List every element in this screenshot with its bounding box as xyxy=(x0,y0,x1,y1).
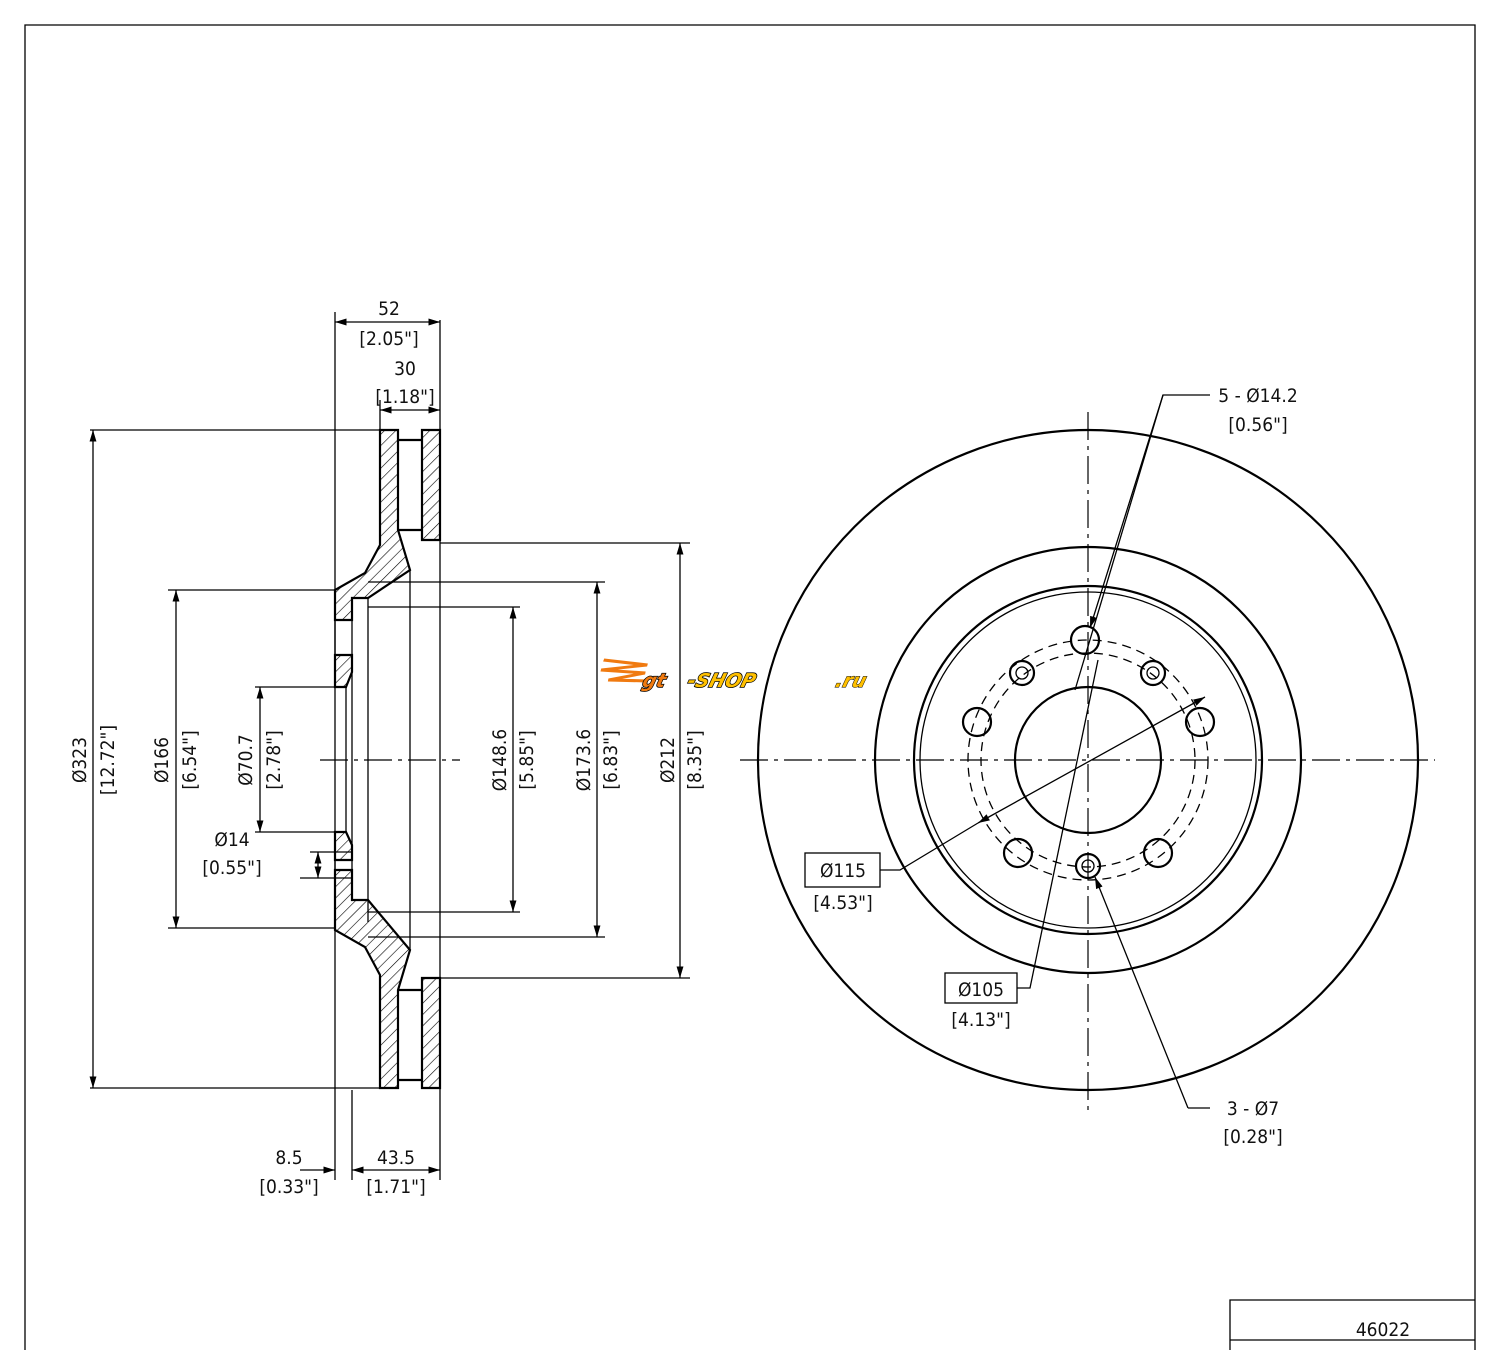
dimension-label: Ø323 xyxy=(69,737,91,783)
dimension-label: [6.83"] xyxy=(600,730,622,789)
title-block: 46022 xyxy=(1229,1299,1475,1350)
rotor-section-view xyxy=(90,312,690,1180)
dimension-label: Ø105 xyxy=(958,979,1004,1001)
dimension-label: Ø14 xyxy=(214,829,249,851)
dimension-label: [2.05"] xyxy=(359,328,418,350)
dimension-label: [5.85"] xyxy=(516,730,538,789)
dimension-label: 8.5 xyxy=(275,1147,302,1169)
dimension-label: [0.56"] xyxy=(1228,414,1287,436)
dimension-label: 5 - Ø14.2 xyxy=(1218,385,1297,407)
part-number: 46022 xyxy=(1356,1319,1410,1341)
svg-text:-SHOP: -SHOP xyxy=(685,669,759,692)
dimension-label: [1.18"] xyxy=(375,386,434,408)
small-holes xyxy=(1008,659,1167,880)
dimension-label: [0.33"] xyxy=(259,1176,318,1198)
dimension-label: Ø148.6 xyxy=(489,729,511,791)
dimension-label: Ø212 xyxy=(657,737,679,783)
dimension-label: [4.13"] xyxy=(951,1009,1010,1031)
svg-text:.ru: .ru xyxy=(833,669,869,692)
svg-text:gt: gt xyxy=(640,669,669,692)
dimension-label: 3 - Ø7 xyxy=(1227,1098,1279,1120)
dimension-label: Ø173.6 xyxy=(573,729,595,791)
dimension-label: [0.55"] xyxy=(202,857,261,879)
gt-shop-logo: gt -SHOP .ru xyxy=(600,658,870,693)
dimension-label: [4.53"] xyxy=(813,892,872,914)
dimension-label: 30 xyxy=(394,358,416,380)
dimension-label: [0.28"] xyxy=(1223,1126,1282,1148)
dimension-label: Ø115 xyxy=(820,860,866,882)
dimension-label: [8.35"] xyxy=(684,730,706,789)
dimension-label: [2.78"] xyxy=(263,730,285,789)
dimension-label: [12.72"] xyxy=(97,725,119,795)
rotor-front-view: 5 - Ø14.2 [0.56"] Ø115 [4.53"] Ø105 [4.1… xyxy=(740,385,1435,1148)
side-dimensions: 52 [2.05"] 30 [1.18"] 8.5 [0.33"] 43.5 [… xyxy=(69,298,706,1198)
dimension-label: 52 xyxy=(378,298,400,320)
dimension-label: [1.71"] xyxy=(366,1176,425,1198)
drawing-frame xyxy=(24,24,1476,1350)
dimension-label: Ø166 xyxy=(151,737,173,783)
dimension-label: [6.54"] xyxy=(179,730,201,789)
dimension-label: 43.5 xyxy=(377,1147,415,1169)
dimension-label: Ø70.7 xyxy=(235,734,257,786)
